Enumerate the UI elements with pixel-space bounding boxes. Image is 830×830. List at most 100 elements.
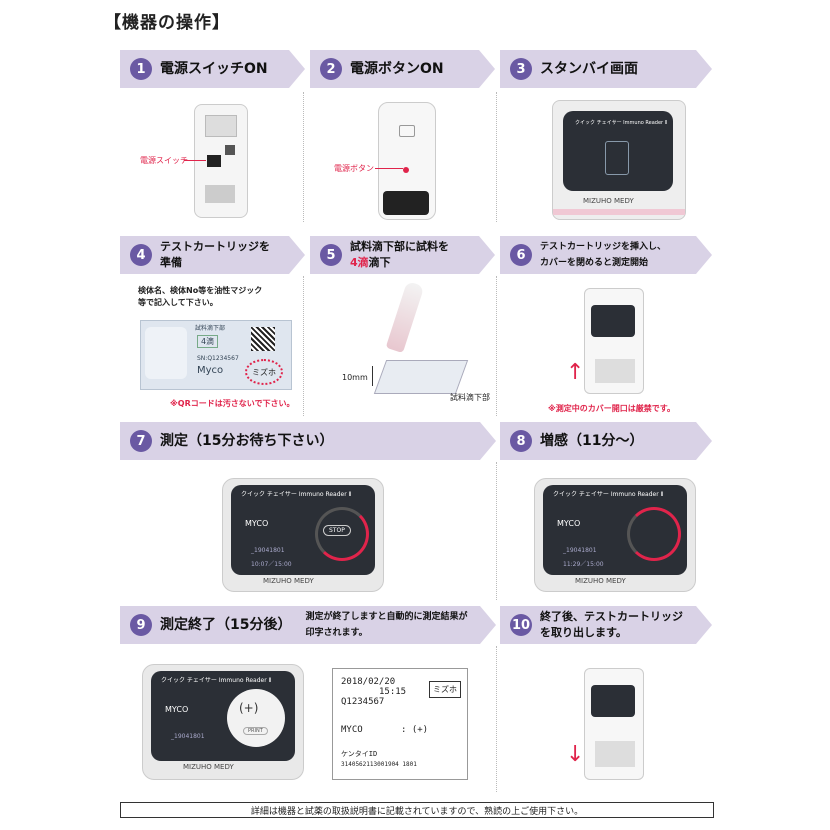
instruction-line2: 等で記入して下さい。	[138, 298, 218, 307]
brand-label: MIZUHO MEDY	[575, 577, 626, 585]
cartridge-remove-image	[584, 668, 644, 780]
device-front-image	[378, 102, 436, 220]
progress-ring	[315, 507, 369, 561]
step-label-line1: テストカートリッジを挿入し、	[540, 242, 667, 252]
item-name: MYCO	[557, 519, 581, 528]
step-label-line2: カバーを閉めると測定開始	[540, 258, 649, 268]
step-number-badge: 8	[510, 430, 532, 452]
receipt-sn: Q1234567	[341, 697, 385, 707]
standby-device-image: クイック チェイサー Immuno Reader Ⅱ MIZUHO MEDY	[552, 100, 686, 220]
screen-header: クイック チェイサー Immuno Reader Ⅱ	[575, 120, 668, 126]
result-value: (+)	[239, 701, 259, 715]
display-image	[383, 191, 429, 215]
power-button-image	[403, 167, 409, 173]
cartridge-3d-image	[373, 360, 469, 394]
step-number-badge: 5	[320, 244, 342, 266]
print-button[interactable]: PRINT	[243, 727, 268, 735]
label-plate	[205, 185, 235, 203]
stop-button[interactable]: STOP	[323, 525, 351, 536]
receipt-item: MYCO	[341, 725, 363, 735]
step-label: テストカートリッジを挿入し、 カバーを閉めると測定開始	[540, 239, 666, 271]
result-screen: クイック チェイサー Immuno Reader Ⅱ MYCO _1904180…	[151, 671, 295, 761]
step-number-badge: 4	[130, 244, 152, 266]
step-label-line2: を取り出します。	[540, 626, 627, 639]
sample-id: _19041801	[251, 547, 285, 554]
step-9-banner: 9 測定終了（15分後） 測定が終了しますと自動的に測定結果が 印字されます。	[120, 606, 496, 644]
screen-header: クイック チェイサー Immuno Reader Ⅱ	[553, 491, 664, 498]
dropper-image	[385, 280, 425, 354]
divider	[496, 276, 497, 416]
step-label-line2: 4滴滴下	[350, 255, 449, 271]
brand-label: MIZUHO MEDY	[183, 763, 234, 771]
step-number-badge: 9	[130, 614, 152, 636]
step-label: 測定終了（15分後）	[160, 617, 292, 633]
step-7-banner: 7 測定（15分お待ち下さい）	[120, 422, 496, 460]
arrow-down-icon: ↓	[566, 742, 585, 767]
step-1-banner: 1 電源スイッチON	[120, 50, 305, 88]
step-description: 測定が終了しますと自動的に測定結果が 印字されます。	[305, 609, 467, 641]
cartridge-image: 試料滴下部 4滴 SN:Q1234567 Myco ミズホ	[140, 320, 292, 390]
measuring-device: クイック チェイサー Immuno Reader Ⅱ MYCO _1904180…	[222, 478, 384, 592]
step-number-badge: 10	[510, 614, 532, 636]
cartridge-slot	[595, 359, 635, 383]
step-label: 終了後、テストカートリッジ を取り出します。	[540, 609, 683, 641]
receipt-result: : (+)	[401, 725, 429, 735]
cartridge-insert-image	[584, 288, 644, 394]
qr-note: ※QRコードは汚さないで下さい。	[170, 399, 295, 408]
cartridge-sn: SN:Q1234567	[197, 355, 239, 362]
step-label: 試料滴下部に試料を 4滴滴下	[350, 239, 449, 271]
phone-icon	[605, 141, 629, 175]
step-8-banner: 8 増感（11分〜）	[500, 422, 712, 460]
step-number-badge: 1	[130, 58, 152, 80]
cartridge-label: 試料滴下部	[195, 325, 226, 332]
step-number-badge: 2	[320, 58, 342, 80]
pink-stripe	[553, 209, 685, 215]
step4-instruction: 検体名、検体No等を油性マジック 等で記入して下さい。	[138, 285, 262, 309]
drop-area-label: 試料滴下部	[450, 393, 490, 402]
stamp: ミズホ	[245, 359, 283, 385]
callout-line	[375, 168, 403, 169]
power-button-callout: 電源ボタン	[334, 164, 374, 173]
step-label-line1: 試料滴下部に試料を	[350, 240, 449, 253]
description-line2: 印字されます。	[305, 628, 368, 638]
description-line1: 測定が終了しますと自動的に測定結果が	[305, 612, 468, 622]
cartridge-slot	[595, 741, 635, 767]
screen-header: クイック チェイサー Immuno Reader Ⅱ	[161, 677, 272, 684]
step-4-banner: 4 テストカートリッジを 準備	[120, 236, 305, 274]
step-label: テストカートリッジを 準備	[160, 239, 270, 271]
step-number-badge: 7	[130, 430, 152, 452]
receipt-id-value: 3140562113001904 1801	[341, 761, 417, 768]
result-circle: (+) PRINT	[227, 689, 285, 747]
cartridge-name: Myco	[197, 365, 224, 376]
sensitizing-screen: クイック チェイサー Immuno Reader Ⅱ MYCO _1904180…	[543, 485, 687, 575]
callout-line	[184, 160, 206, 161]
qr-code	[251, 327, 275, 351]
receipt-time: 15:15	[379, 687, 407, 697]
step-2-banner: 2 電源ボタンON	[310, 50, 495, 88]
page-title: 【機器の操作】	[104, 13, 230, 33]
port	[225, 145, 235, 155]
sensitizing-device: クイック チェイサー Immuno Reader Ⅱ MYCO _1904180…	[534, 478, 696, 592]
step-10-banner: 10 終了後、テストカートリッジ を取り出します。	[500, 606, 712, 644]
screen-header: クイック チェイサー Immuno Reader Ⅱ	[241, 491, 352, 498]
step-3-banner: 3 スタンバイ画面	[500, 50, 712, 88]
step-label: 電源スイッチON	[160, 61, 268, 77]
divider	[303, 92, 304, 222]
mini-screen	[591, 685, 635, 717]
standby-screen: クイック チェイサー Immuno Reader Ⅱ	[563, 111, 673, 191]
divider	[496, 646, 497, 792]
item-name: MYCO	[165, 705, 189, 714]
step-label: 測定（15分お待ち下さい）	[160, 433, 334, 449]
handle	[399, 125, 415, 137]
power-switch-image	[207, 155, 221, 167]
receipt-stamp: ミズホ	[429, 681, 461, 698]
footer-notice: 詳細は機器と試薬の取扱説明書に記載されていますので、熟読の上ご使用下さい。	[120, 802, 714, 818]
receipt-date: 2018/02/20	[341, 677, 396, 687]
cartridge-well	[145, 327, 187, 379]
drop-count: 4滴	[350, 256, 369, 269]
elapsed-time: 10:07／15:00	[251, 561, 292, 568]
sample-id: _19041801	[563, 547, 597, 554]
device-back-image	[194, 104, 248, 218]
vent	[205, 115, 237, 137]
brand-label: MIZUHO MEDY	[583, 197, 634, 205]
